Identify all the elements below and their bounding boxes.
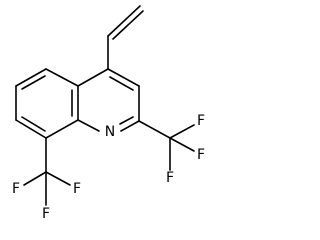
atom-label-f: F <box>197 147 205 163</box>
bond-c5-c6-inner <box>21 75 46 90</box>
bond-c4a-c5 <box>45 68 79 87</box>
bond-c4-c3-inner <box>109 76 134 91</box>
atom-label-f: F <box>166 170 174 186</box>
bond-c2-cf3 <box>138 120 171 139</box>
bond-c7-c8-inner <box>21 116 46 132</box>
bond-cf3-c2-f-b <box>169 137 195 152</box>
atom-label-f: F <box>12 181 20 197</box>
bond-n1-c8a <box>77 119 100 132</box>
bond-vinyl-terminal-double-b <box>112 10 144 40</box>
bond-vinyl-terminal-double-a <box>107 5 141 37</box>
bond-cf3-c8-f-a <box>23 171 47 186</box>
bond-c4-c4a <box>77 68 109 87</box>
bond-c8-c8a <box>45 119 79 139</box>
bond-c5-c6 <box>15 68 47 87</box>
bond-c2-n1-inner <box>119 116 134 125</box>
bond-cf3-c8-f-b <box>45 171 71 186</box>
bond-cf3-c2-f-a <box>169 124 195 139</box>
atom-label-f: F <box>197 113 205 129</box>
atom-label-n: N <box>105 124 115 140</box>
bond-c4-c3 <box>107 68 140 87</box>
atom-label-f: F <box>73 181 81 197</box>
bond-c7-c8 <box>15 119 47 139</box>
bond-c2-n1 <box>120 120 140 132</box>
atom-label-f: F <box>42 206 50 222</box>
atom-n1-background <box>103 124 118 140</box>
chemical-structure: N F F F F F F <box>12 5 205 222</box>
